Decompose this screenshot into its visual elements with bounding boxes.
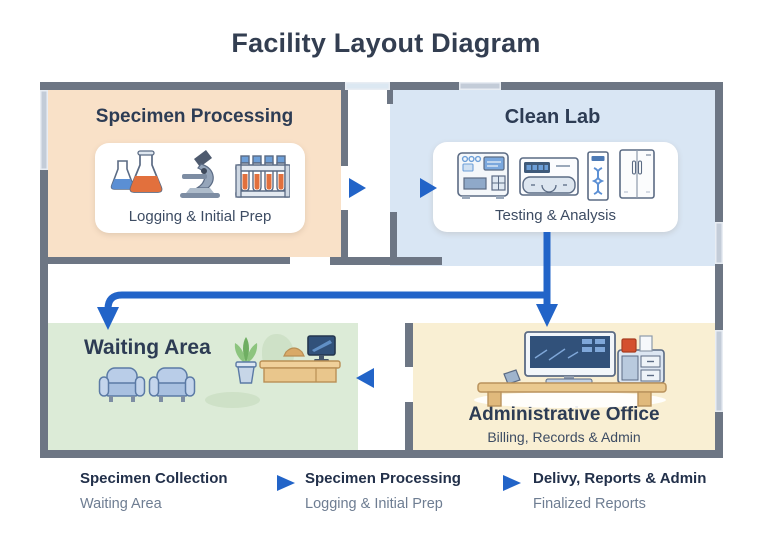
legend-step-2-label: Specimen Processing (305, 470, 461, 487)
test-tube-rack-icon (235, 155, 290, 198)
specimen-icon-row (95, 149, 305, 199)
armchair-icon (98, 367, 146, 402)
wall-segment (48, 257, 290, 264)
clean-lab-card: Testing & Analysis (433, 142, 678, 232)
legend-arrow-icon (225, 475, 295, 491)
office-desk-icon (474, 331, 667, 408)
pcr-machine-icon (518, 157, 579, 196)
legend-step-1: Specimen Collection Waiting Area (80, 470, 228, 512)
analyzer-icon (456, 152, 509, 199)
wall-segment (341, 210, 348, 265)
admin-office-label: Administrative Office (468, 404, 660, 425)
legend-step-2-sublabel: Logging & Initial Prep (305, 496, 443, 512)
flasks-icon (110, 150, 163, 193)
microscope-icon (180, 150, 220, 198)
armchair-icon (148, 367, 196, 402)
legend-step-1-label: Specimen Collection (80, 470, 228, 487)
window-icon (715, 222, 723, 264)
wall-segment (330, 257, 442, 265)
specimen-card-caption: Logging & Initial Prep (128, 208, 272, 225)
wall-segment (390, 212, 397, 265)
page-title: Facility Layout Diagram (231, 28, 541, 58)
legend-step-3-label: Delivy, Reports & Admin (533, 470, 707, 487)
dna-panel-icon (586, 151, 609, 201)
wall-segment (405, 323, 413, 367)
window-icon (345, 82, 390, 90)
reception-desk-icon (259, 335, 341, 383)
window-icon (715, 330, 723, 412)
clean-lab-card-caption: Testing & Analysis (495, 207, 616, 224)
specimen-processing-card: Logging & Initial Prep (95, 143, 305, 233)
wall-segment (405, 402, 413, 450)
clean-lab-label: Clean Lab (504, 106, 601, 128)
window-icon (40, 90, 48, 170)
waiting-area-label: Waiting Area (84, 336, 211, 359)
specimen-processing-label: Specimen Processing (95, 106, 294, 127)
legend: Specimen Collection Waiting Area Specime… (0, 470, 772, 525)
plant-icon (234, 337, 258, 384)
window-icon (459, 82, 501, 90)
fridge-icon (618, 149, 655, 199)
wall-segment (387, 90, 393, 104)
legend-step-3: Delivy, Reports & Admin Finalized Report… (533, 470, 706, 512)
floor-shadow-shape (205, 392, 260, 408)
admin-office-caption: Billing, Records & Admin (487, 429, 641, 445)
legend-step-1-sublabel: Waiting Area (80, 496, 162, 512)
legend-step-2: Specimen Processing Logging & Initial Pr… (305, 470, 461, 512)
legend-step-3-sublabel: Finalized Reports (533, 496, 646, 512)
legend-arrow-icon (453, 475, 521, 491)
clean-lab-icon-row (433, 148, 678, 202)
wall-segment (341, 90, 348, 166)
